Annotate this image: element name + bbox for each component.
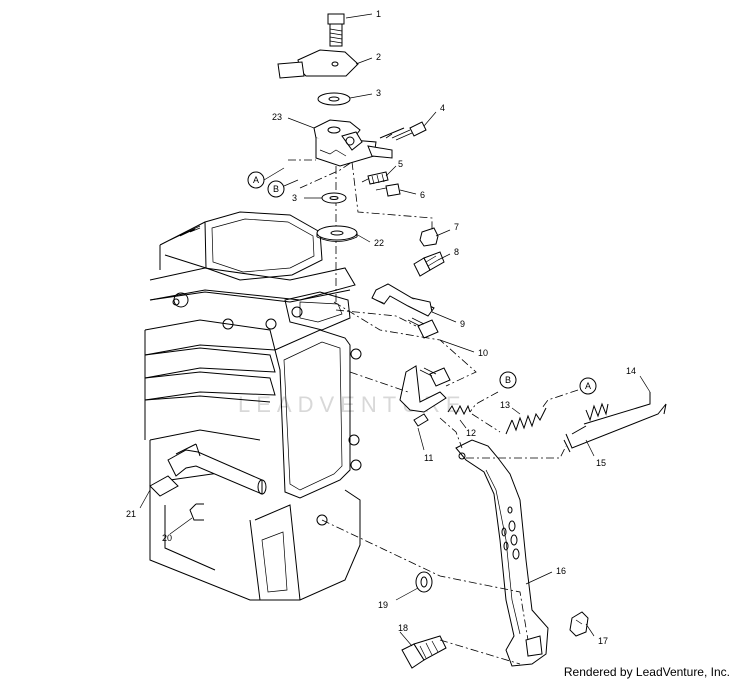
part-2-plate xyxy=(277,49,359,79)
callout-9: 9 xyxy=(460,319,465,329)
ref-circle-a-2: A xyxy=(579,377,597,395)
callout-10: 10 xyxy=(478,348,488,358)
callout-18: 18 xyxy=(398,623,408,633)
part-22-washer xyxy=(316,225,358,242)
callout-3a: 3 xyxy=(376,88,381,98)
callout-12: 12 xyxy=(466,428,476,438)
part-14-rod xyxy=(571,392,651,435)
callout-1: 1 xyxy=(376,9,381,19)
part-1-bolt xyxy=(327,13,345,47)
part-13-spring xyxy=(505,407,547,435)
part-12-spring xyxy=(447,404,471,416)
part-18-bolt xyxy=(401,635,447,669)
part-9-bracket xyxy=(371,283,435,317)
part-15-rod xyxy=(563,403,667,453)
part-10-bolts xyxy=(407,317,451,387)
callout-6: 6 xyxy=(420,190,425,200)
callout-16: 16 xyxy=(556,566,566,576)
part-16-lever xyxy=(455,439,549,667)
callout-15: 15 xyxy=(596,458,606,468)
ref-circle-a-1: A xyxy=(247,167,285,189)
credit-text: Rendered by LeadVenture, Inc. xyxy=(563,665,730,679)
ref-circle-b-2: B xyxy=(499,371,517,389)
svg-text:A: A xyxy=(585,381,591,391)
callout-11: 11 xyxy=(424,453,433,463)
callout-14: 14 xyxy=(626,366,636,376)
part-19-washer xyxy=(415,571,433,593)
part-7-nut xyxy=(419,227,439,247)
callout-22: 22 xyxy=(374,238,384,248)
part-8-bolt xyxy=(413,251,445,277)
part-17-clip xyxy=(569,611,589,637)
callout-7: 7 xyxy=(454,222,459,232)
callout-3b: 3 xyxy=(292,193,297,203)
part-3-washer xyxy=(317,92,351,106)
part-23-governor-lever xyxy=(313,119,393,167)
callout-21: 21 xyxy=(126,509,136,519)
part-6-screw xyxy=(375,183,401,197)
callout-23: 23 xyxy=(272,112,282,122)
callout-17: 17 xyxy=(598,636,608,646)
callout-13: 13 xyxy=(500,400,510,410)
callout-leaders xyxy=(139,13,651,647)
callout-19: 19 xyxy=(378,600,388,610)
svg-text:B: B xyxy=(273,184,279,194)
part-5-pin xyxy=(367,171,389,185)
part-21-shaft xyxy=(149,443,267,497)
part-3-washer-lower xyxy=(321,192,347,204)
callout-4: 4 xyxy=(440,103,445,113)
ref-circle-b-1: B xyxy=(267,179,299,198)
svg-text:B: B xyxy=(505,375,511,385)
callout-2: 2 xyxy=(376,52,381,62)
callout-20: 20 xyxy=(162,533,172,543)
part-20-clip xyxy=(189,503,204,521)
callout-5: 5 xyxy=(398,159,403,169)
svg-text:A: A xyxy=(253,175,259,185)
callout-8: 8 xyxy=(454,247,459,257)
part-4-screw xyxy=(379,121,427,141)
part-11-bracket xyxy=(399,365,447,427)
